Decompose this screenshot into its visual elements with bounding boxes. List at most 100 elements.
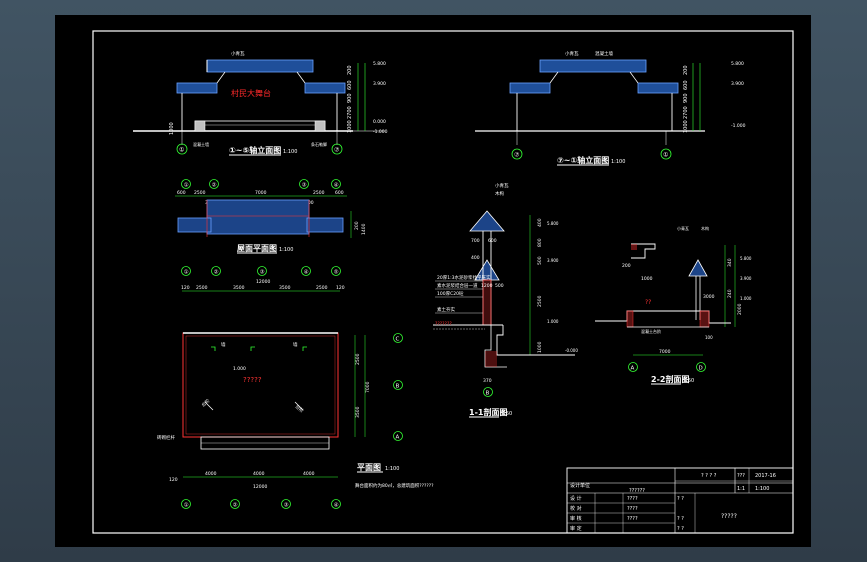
- sec1-title-scale: 1:50: [501, 411, 512, 417]
- floor-plan: ① ② ③ ④ ⑤ 12000 120 2500 3500 3500 2500 …: [157, 266, 434, 509]
- sec1-dim-right-2: 500: [537, 256, 543, 265]
- roof-axis-2: ②: [212, 182, 217, 189]
- tb-cell-4: ? ?: [677, 526, 684, 532]
- elev1-right-note: 条石勒脚: [311, 141, 327, 147]
- floor-total-dim: 12000: [256, 279, 270, 285]
- sec2-level-2: 1.000: [740, 296, 752, 301]
- elev1-roof-left: [176, 82, 218, 94]
- floor-right-dim-0: 2500: [355, 353, 361, 365]
- roof-left-slab: [177, 217, 212, 233]
- elev2-dim-3: 2700: [683, 106, 689, 119]
- sec1-level-3: -0.000: [565, 348, 578, 353]
- elev2-title: ⑦~①轴立面图: [557, 155, 609, 165]
- elev2-roof-left: [509, 82, 551, 94]
- floor-axis-right-a: A: [396, 435, 400, 441]
- elev1-left-dim: 1000: [169, 122, 175, 135]
- sec2-dim-3: 1000: [641, 276, 653, 282]
- section-1-1: 小青瓦 木构 700 600 400 1200 500 400 800 500 …: [433, 182, 578, 418]
- sec2-title: 2-2剖面图: [651, 374, 689, 384]
- elev1-axis-left: ①: [179, 147, 184, 154]
- tb-cell-3: ? ?: [677, 516, 684, 522]
- sec1-dim-top-0: 700: [471, 238, 480, 244]
- sec2-dim-4: 2000: [737, 303, 743, 315]
- sec1-dim-top-2: 400: [471, 255, 480, 261]
- elev1-stage-label: 村民大舞台: [231, 88, 271, 98]
- floor-title-scale: 1:100: [385, 466, 399, 472]
- sec2-roof: [688, 259, 708, 277]
- roof-side-dim-1: 1400: [361, 223, 367, 235]
- elev1-level-1: 3.900: [373, 81, 386, 87]
- roof-dim-2: 7000: [255, 190, 267, 196]
- elev2-axis-right: ①: [663, 152, 668, 159]
- roof-dim-3: 2500: [313, 190, 325, 196]
- floor-label-0: 墙: [221, 341, 226, 348]
- elev2-dim-0: 200: [683, 65, 689, 75]
- tb-project: ??????: [629, 488, 645, 494]
- floor-label-1: 墙: [293, 341, 298, 348]
- floor-note: 舞台面积约为80㎡，总建筑面积??????: [355, 482, 434, 489]
- elev2-axis-left: ⑦: [514, 152, 520, 159]
- floor-bottom-total: 12000: [253, 484, 267, 490]
- sec2-level-0: 5.800: [740, 256, 752, 261]
- sec2-axis-left: A: [631, 366, 635, 372]
- floor-stage-text: ?????: [243, 376, 262, 384]
- floor-bottom-dim-1: 4000: [253, 471, 265, 477]
- floor-label-5: 砖砌栏杆: [157, 434, 175, 441]
- elev1-title: ①~⑤轴立面图: [229, 145, 281, 155]
- sec2-dim-1: 240: [727, 289, 733, 298]
- tb-date: 2017-16: [755, 473, 776, 479]
- floor-axis-bottom-3: ③: [284, 503, 289, 509]
- sec2-note-top2: 木构: [701, 225, 709, 231]
- floor-axis-bottom-2: ②: [233, 502, 238, 509]
- sec1-level-2: 1.000: [547, 319, 559, 324]
- floor-top-dim-2: 3500: [233, 285, 245, 291]
- sec2-level-1: 3.900: [740, 276, 752, 281]
- roof-main-slab: [206, 199, 310, 235]
- floor-right-dim-1: 3500: [355, 406, 361, 418]
- elev1-level-3: -1.000: [373, 129, 388, 135]
- sec2-small-label-2: 100: [705, 335, 713, 340]
- elev2-dim-1: 600: [683, 80, 689, 90]
- tb-row-value-0: ????: [627, 496, 638, 502]
- sec1-roof-upper: [469, 210, 505, 232]
- floor-axis-bottom-1: ①: [184, 503, 189, 509]
- floor-top-dim-3: 3500: [279, 285, 291, 291]
- roof-title: 屋面平面图: [237, 243, 277, 253]
- sec1-dim-top-1: 600: [488, 238, 497, 244]
- sec1-spec-0: 20厚1:3水泥砂浆找平压实: [437, 274, 491, 281]
- floor-top-dim-0: 120: [181, 285, 190, 291]
- tb-scale: 1:100: [755, 486, 769, 492]
- floor-axis-top-2: ②: [214, 269, 219, 276]
- sec2-dim-0: 340: [727, 258, 733, 267]
- floor-right-dim-2: 7000: [365, 381, 371, 393]
- floor-label-2: 1.000: [233, 366, 246, 372]
- roof-right-slab: [306, 217, 344, 233]
- floor-axis-top-5: ⑤: [334, 270, 339, 276]
- tb-row-1: 校 对: [570, 505, 582, 512]
- elev2-level-2: -1.000: [731, 123, 746, 129]
- floor-label-3: 台阶: [200, 397, 212, 408]
- sec1-dim-top-4: 500: [495, 283, 504, 289]
- sec1-spec-1: 素水泥浆结合层一道: [437, 282, 478, 289]
- elev2-dim-2: 900: [683, 93, 689, 103]
- elev1-dim-1: 600: [347, 80, 353, 90]
- tb-sheet-code: ???: [737, 473, 745, 479]
- sec1-dim-right-4: 1000: [537, 341, 543, 353]
- tb-designer: 设计单位: [570, 482, 590, 489]
- sec2-dim-5: 3000: [703, 294, 715, 300]
- sec1-level-0: 5.800: [547, 221, 559, 226]
- roof-dim-0: 600: [177, 190, 186, 196]
- sec1-title: 1-1剖面图: [469, 407, 507, 417]
- roof-axis-3: ③: [302, 183, 307, 189]
- title-block-frame: [566, 467, 794, 534]
- floor-outline: [182, 332, 339, 438]
- elev1-dim-3: 2700: [347, 106, 353, 119]
- sec2-axis-right: D: [699, 366, 703, 372]
- floor-label-4: 台阶: [294, 403, 306, 414]
- floor-bottom-dim-0: 4000: [205, 471, 217, 477]
- elev1-dim-2: 900: [347, 93, 353, 103]
- elev1-left-note: 混凝土墙: [193, 141, 209, 147]
- sec1-bottom-dim: 370: [483, 378, 492, 384]
- section-2-2: 小青瓦 木构 340 240 200 1000 2000 3000 5.800 …: [595, 225, 752, 385]
